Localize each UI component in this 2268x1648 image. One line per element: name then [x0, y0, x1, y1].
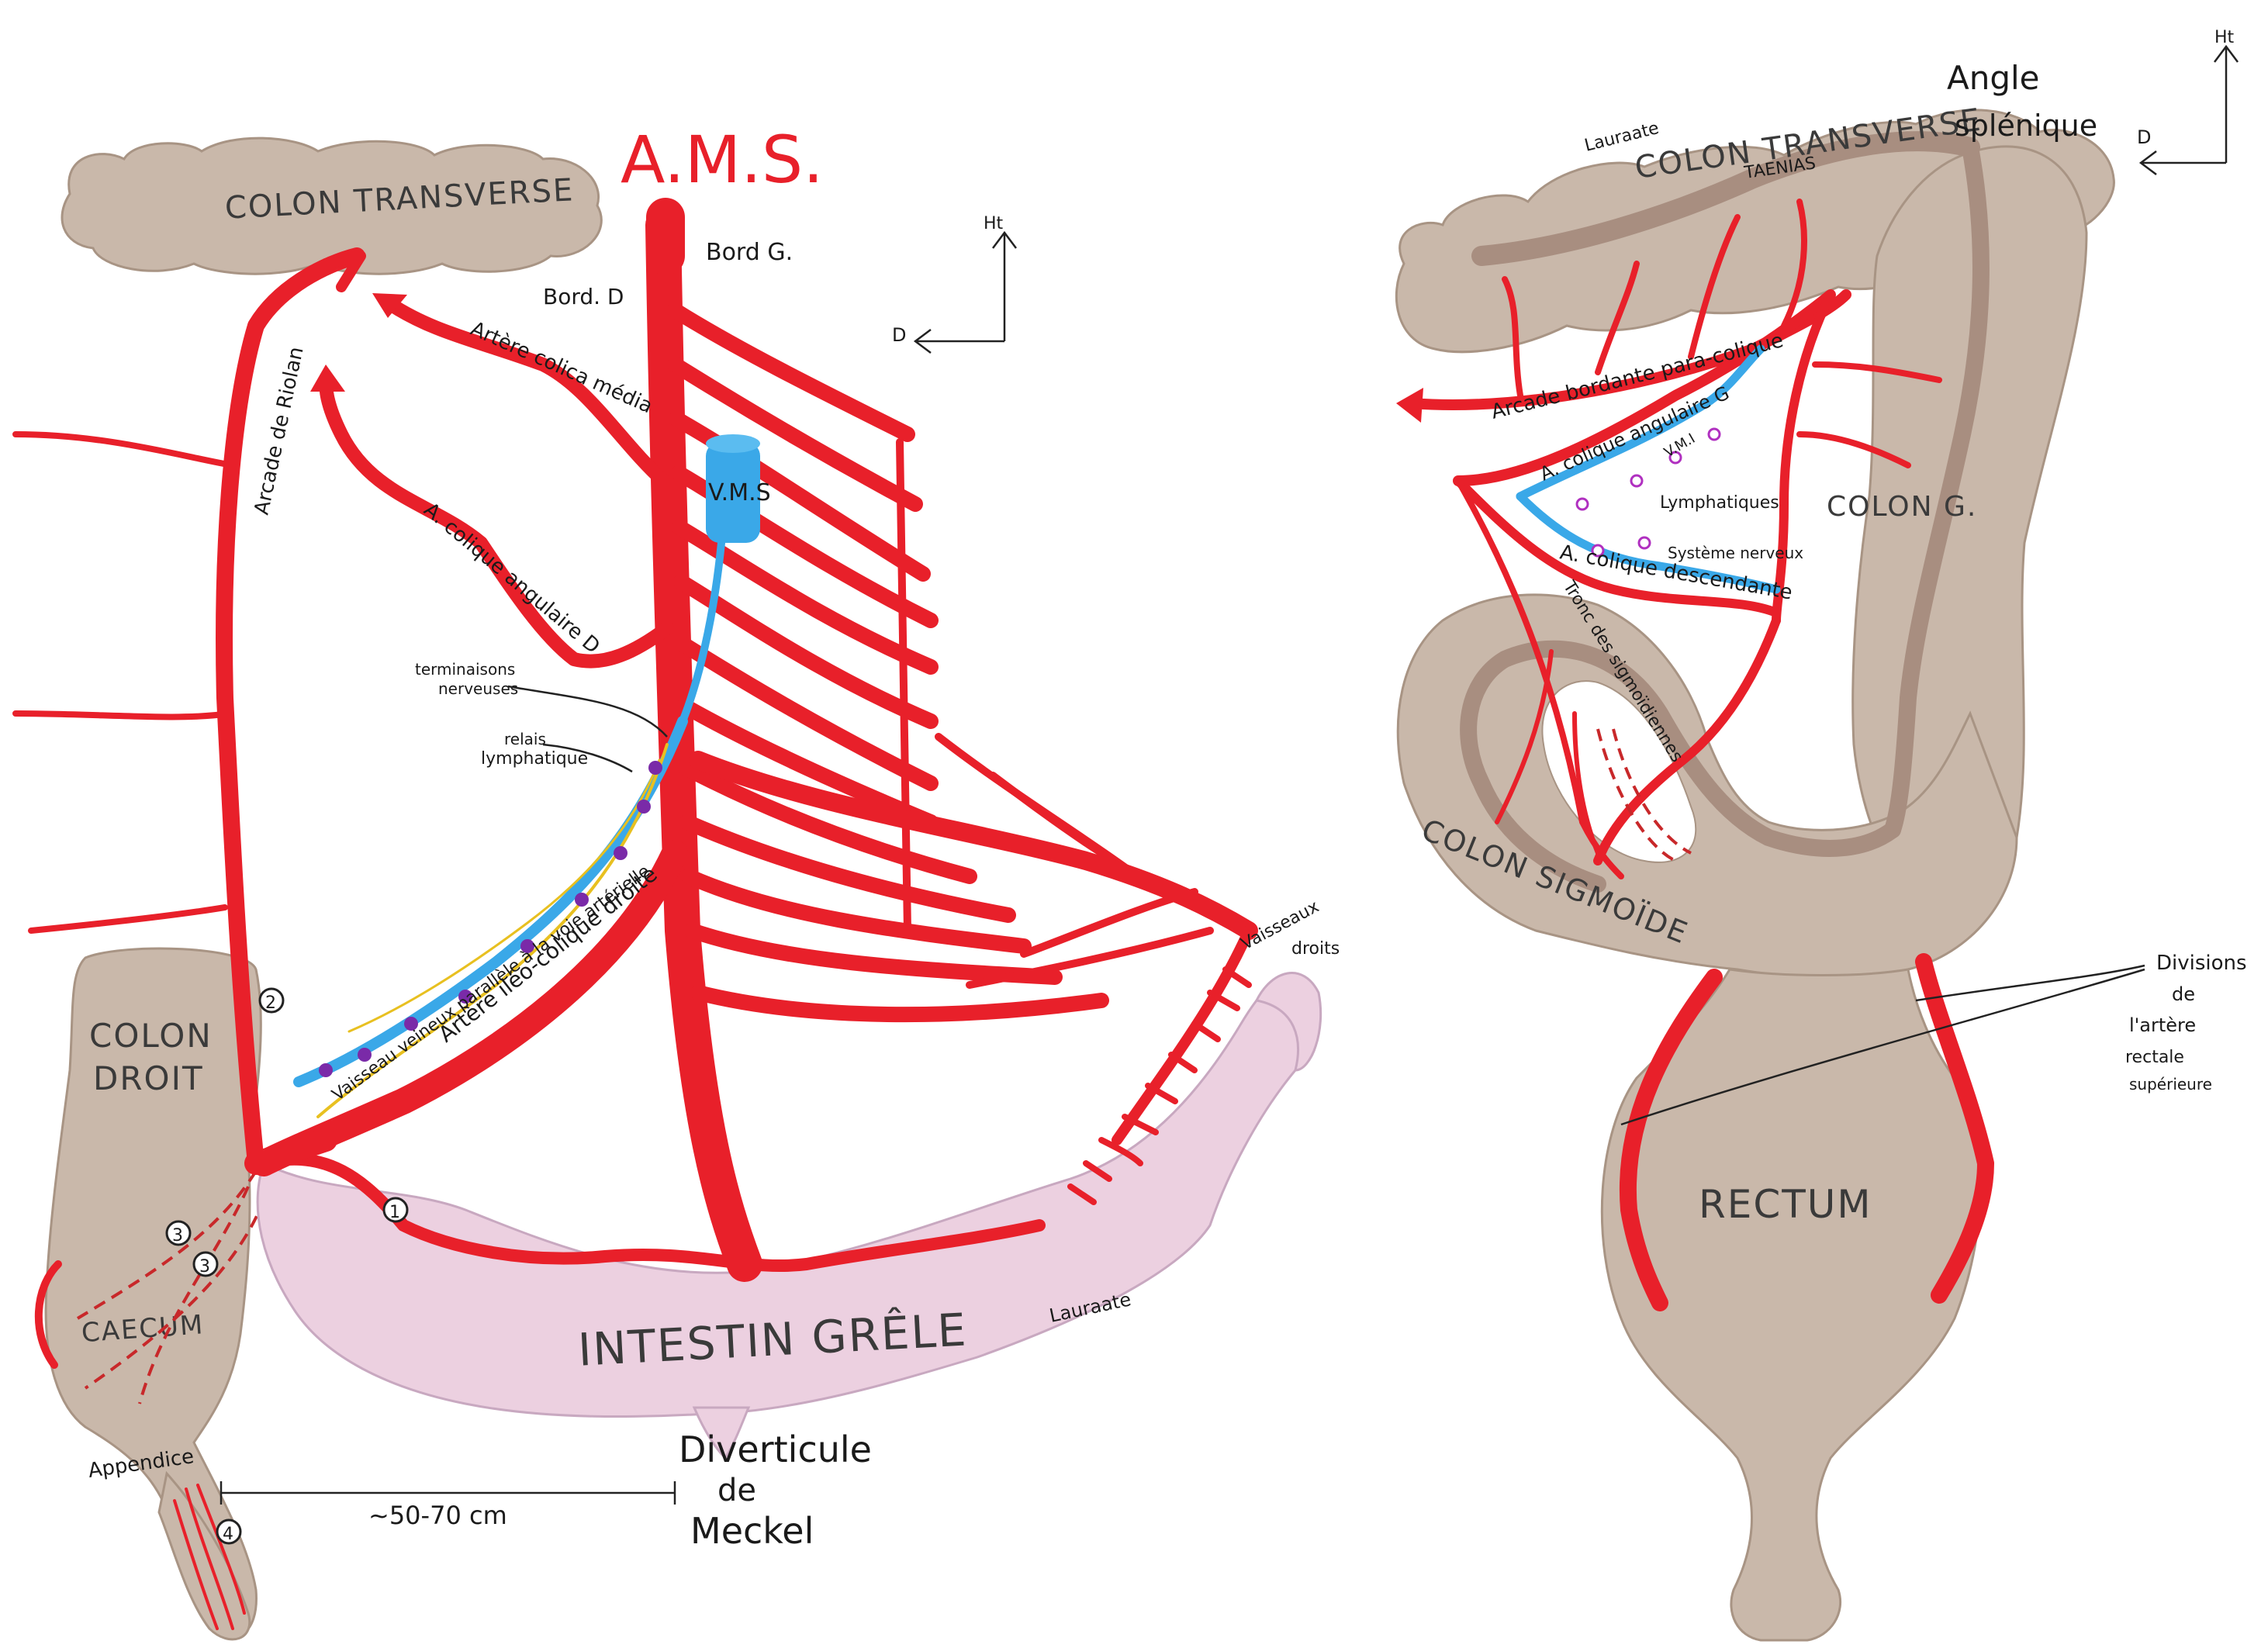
divisions-label-3: l'artère: [2129, 1014, 2196, 1036]
divisions-label-2: de: [2172, 983, 2195, 1005]
orientation-axis-left: Ht D: [892, 214, 1016, 353]
arcade-riolan-label: Arcade de Riolan: [251, 345, 309, 517]
divisions-label-5: supérieure: [2129, 1075, 2212, 1093]
colon-droit-label-2: DROIT: [93, 1059, 204, 1097]
vaisseaux-droits-label-2: droits: [1291, 939, 1340, 959]
terminaisons-label-2: nerveuses: [438, 679, 518, 698]
diverticule-label-2: de: [717, 1473, 756, 1508]
bord-g-label: Bord G.: [706, 239, 793, 266]
rectum-label: RECTUM: [1699, 1182, 1872, 1227]
left-colic-side: [1776, 295, 1831, 620]
diverticule-label-3: Meckel: [690, 1510, 814, 1552]
vms-label: V.M.S: [708, 479, 771, 506]
distance-label: ~50-70 cm: [368, 1501, 507, 1530]
svg-text:D: D: [892, 324, 906, 346]
left-diagram: COLON TRANSVERSE COLON DROIT CAECUM INTE…: [16, 122, 1340, 1639]
divisions-label-4: rectale: [2125, 1048, 2184, 1067]
relais-label-1: relais: [504, 730, 546, 748]
a-colique-angulaire-label: A. colique angulaire D: [420, 498, 604, 658]
systeme-nerveux-label: Système nerveux: [1668, 544, 1803, 562]
svg-text:1: 1: [389, 1203, 400, 1222]
svg-text:3: 3: [199, 1257, 210, 1277]
svg-text:Ht: Ht: [984, 214, 1004, 233]
diverticule-label-1: Diverticule: [679, 1429, 872, 1470]
ams-title: A.M.S.: [621, 122, 824, 198]
divisions-label-1: Divisions: [2156, 952, 2247, 975]
bord-d-label: Bord. D: [543, 284, 624, 309]
right-diagram: Lauraate COLON TRANSVERSE TAENIAS Angle …: [1396, 28, 2247, 1640]
svg-text:3: 3: [172, 1226, 183, 1246]
svg-text:Ht: Ht: [2214, 28, 2235, 47]
colon-droit-label-1: COLON: [89, 1017, 213, 1055]
divisions-leader-1: [1916, 966, 2145, 1000]
svg-text:D: D: [2137, 126, 2151, 148]
angle-splenique-1: Angle: [1947, 59, 2040, 97]
vms-top: [706, 434, 760, 453]
riolan-branch-1: [16, 434, 233, 465]
svg-text:2: 2: [265, 993, 276, 1013]
svg-text:4: 4: [223, 1525, 233, 1544]
colique-angulaire-arrowhead: [310, 364, 345, 392]
jejunal-branches: [675, 310, 1249, 1202]
artere-colica-media-label: Artère colica média: [467, 317, 655, 418]
riolan-branch-2: [16, 713, 229, 717]
relais-label-2: lymphatique: [481, 749, 588, 769]
terminaisons-label-1: terminaisons: [415, 660, 515, 679]
angle-splenique-2: splénique: [1955, 109, 2097, 143]
riolan-branch-3: [31, 907, 225, 931]
arcade-bordante-arrowhead: [1396, 388, 1423, 423]
colon-g-label: COLON G.: [1827, 491, 1977, 523]
orientation-axis-right: Ht D: [2137, 28, 2238, 174]
lymphatiques-label: Lymphatiques: [1660, 493, 1779, 513]
